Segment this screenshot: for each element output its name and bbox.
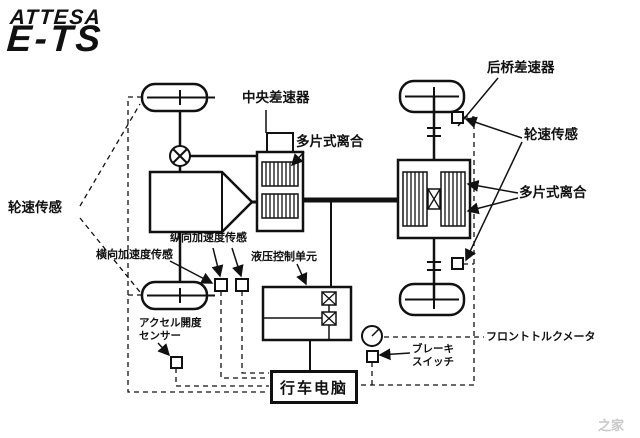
- label-front-torque-meter: フロントトルクメータ: [486, 331, 596, 343]
- hydraulic-control-unit: [261, 202, 353, 370]
- wheel-rear-top: [398, 79, 466, 114]
- rear-speed-sensor-bottom: [451, 257, 464, 270]
- drive-computer-label: 行车电脑: [279, 379, 348, 397]
- label-rear-differential: 后桥差速器: [487, 60, 555, 75]
- brand-logo-line2: E-TS: [5, 18, 105, 59]
- label-hydraulic-unit: 液压控制单元: [251, 251, 317, 263]
- label-accelerator-sensor: アクセル開度 センサー: [139, 317, 202, 342]
- label-lateral-g-sensor: 横向加速度传感: [96, 249, 173, 261]
- label-wheel-speed-front: 轮速传感: [8, 200, 62, 215]
- label-longitudinal-g-sensor: 纵向加速度传感: [170, 232, 247, 244]
- front-torque-meter-gauge-icon: [361, 325, 383, 347]
- rear-speed-sensor-top: [451, 111, 464, 124]
- label-clutch-front: 多片式离合: [296, 134, 364, 149]
- rear-axle: [427, 97, 441, 299]
- watermark-text: 之家: [598, 418, 625, 433]
- rear-differential: [396, 77, 499, 240]
- wheel-rear-bottom: [398, 282, 466, 317]
- longitudinal-g-sensor-box: [235, 278, 249, 292]
- brake-switch-box: [366, 350, 379, 363]
- wheel-front-bottom: [140, 280, 215, 311]
- accelerator-sensor-box: [170, 356, 183, 369]
- label-central-differential: 中央差速器: [242, 90, 310, 105]
- label-clutch-rear: 多片式离合: [519, 185, 587, 200]
- lateral-g-sensor-box: [214, 278, 228, 292]
- label-brake-switch: ブレーキ スイッチ: [412, 343, 454, 368]
- wheel-front-top: [140, 82, 215, 113]
- label-arrows: [157, 116, 523, 361]
- central-differential: [255, 110, 305, 233]
- viscous-coupling-icon: [169, 145, 191, 167]
- engine-transmission: [148, 170, 254, 234]
- drive-computer-box: 行车电脑: [270, 370, 358, 404]
- label-wheel-speed-rear: 轮速传感: [524, 127, 578, 142]
